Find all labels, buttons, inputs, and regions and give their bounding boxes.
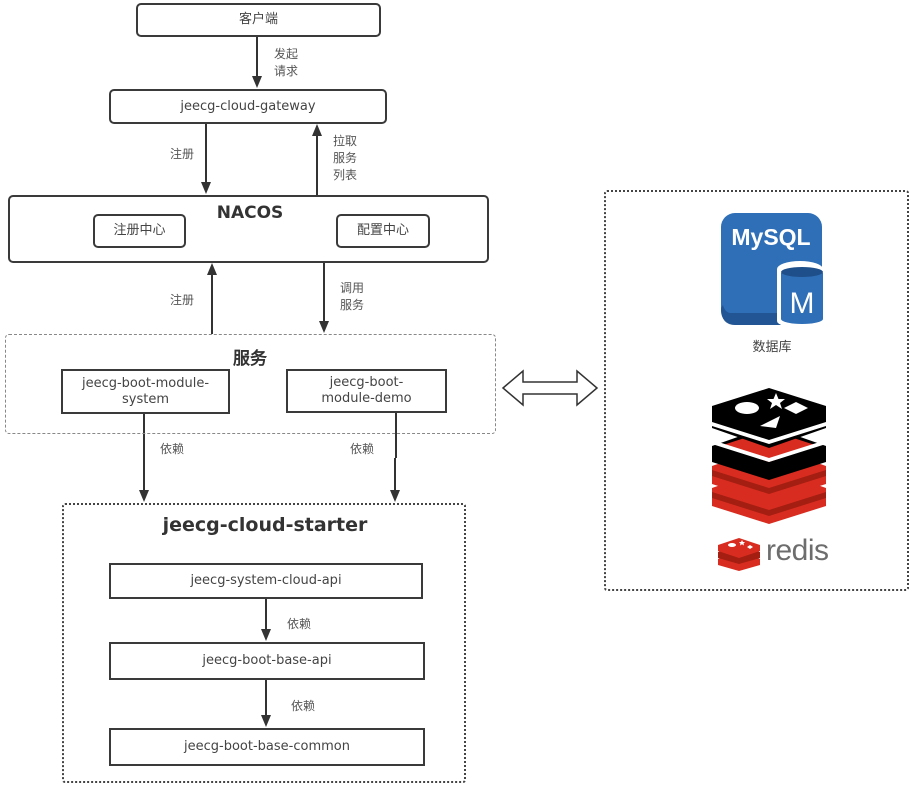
edge-label-gateway-register: 注册 — [170, 147, 195, 161]
gateway-label: jeecg-cloud-gateway — [180, 98, 316, 114]
module-demo-node: jeecg-boot- module-demo — [286, 369, 447, 413]
edge-label-send-request: 发起 请求 — [274, 47, 299, 78]
edge-label-baseapi-depends: 依赖 — [291, 699, 316, 713]
starter-title: jeecg-cloud-starter — [162, 514, 368, 536]
client-node: 客户端 — [136, 3, 381, 37]
base-common-label: jeecg-boot-base-common — [184, 739, 350, 754]
edge-label-demo-depends: 依赖 — [350, 442, 375, 456]
arrow-nacos-to-services — [319, 263, 329, 333]
registry-center-node: 注册中心 — [93, 214, 186, 248]
system-cloud-api-node: jeecg-system-cloud-api — [109, 563, 423, 599]
starter-group — [62, 503, 466, 783]
config-center-node: 配置中心 — [336, 214, 430, 248]
redis-caption: redis — [766, 534, 829, 567]
redis-stack-icon — [712, 388, 826, 524]
mysql-icon: MySQL M — [721, 213, 823, 326]
config-center-label: 配置中心 — [356, 223, 409, 238]
edge-label-service-register: 注册 — [170, 293, 195, 307]
mysql-caption: 数据库 — [752, 340, 792, 355]
edge-label-pull-service-list: 拉取 服务 列表 — [333, 134, 358, 182]
arrow-gateway-to-nacos — [201, 124, 211, 194]
client-label: 客户端 — [238, 12, 278, 27]
base-common-node: jeecg-boot-base-common — [109, 728, 425, 766]
mysql-cylinder-letter: M — [790, 287, 815, 320]
module-system-label: jeecg-boot-module- system — [81, 375, 210, 407]
arrow-nacos-to-gateway — [312, 124, 322, 195]
services-group — [5, 334, 496, 434]
bidirectional-arrow — [501, 369, 599, 407]
redis-logo-icon — [718, 538, 760, 571]
base-api-label: jeecg-boot-base-api — [202, 653, 332, 668]
arrow-services-to-nacos — [207, 263, 217, 334]
services-title: 服务 — [233, 349, 267, 369]
arrow-client-to-gateway — [252, 37, 262, 88]
gateway-node: jeecg-cloud-gateway — [109, 89, 387, 124]
storage-group — [604, 190, 909, 591]
registry-center-label: 注册中心 — [113, 223, 166, 238]
edge-label-invoke-service: 调用 服务 — [340, 281, 365, 312]
edge-label-cloudapi-depends: 依赖 — [287, 617, 312, 631]
nacos-title: NACOS — [216, 203, 284, 223]
module-system-node: jeecg-boot-module- system — [61, 369, 230, 414]
edge-label-system-depends: 依赖 — [160, 442, 185, 456]
system-cloud-api-label: jeecg-system-cloud-api — [190, 573, 342, 588]
base-api-node: jeecg-boot-base-api — [109, 642, 425, 680]
module-demo-label: jeecg-boot- module-demo — [321, 375, 412, 406]
mysql-icon-text: MySQL — [731, 224, 810, 250]
